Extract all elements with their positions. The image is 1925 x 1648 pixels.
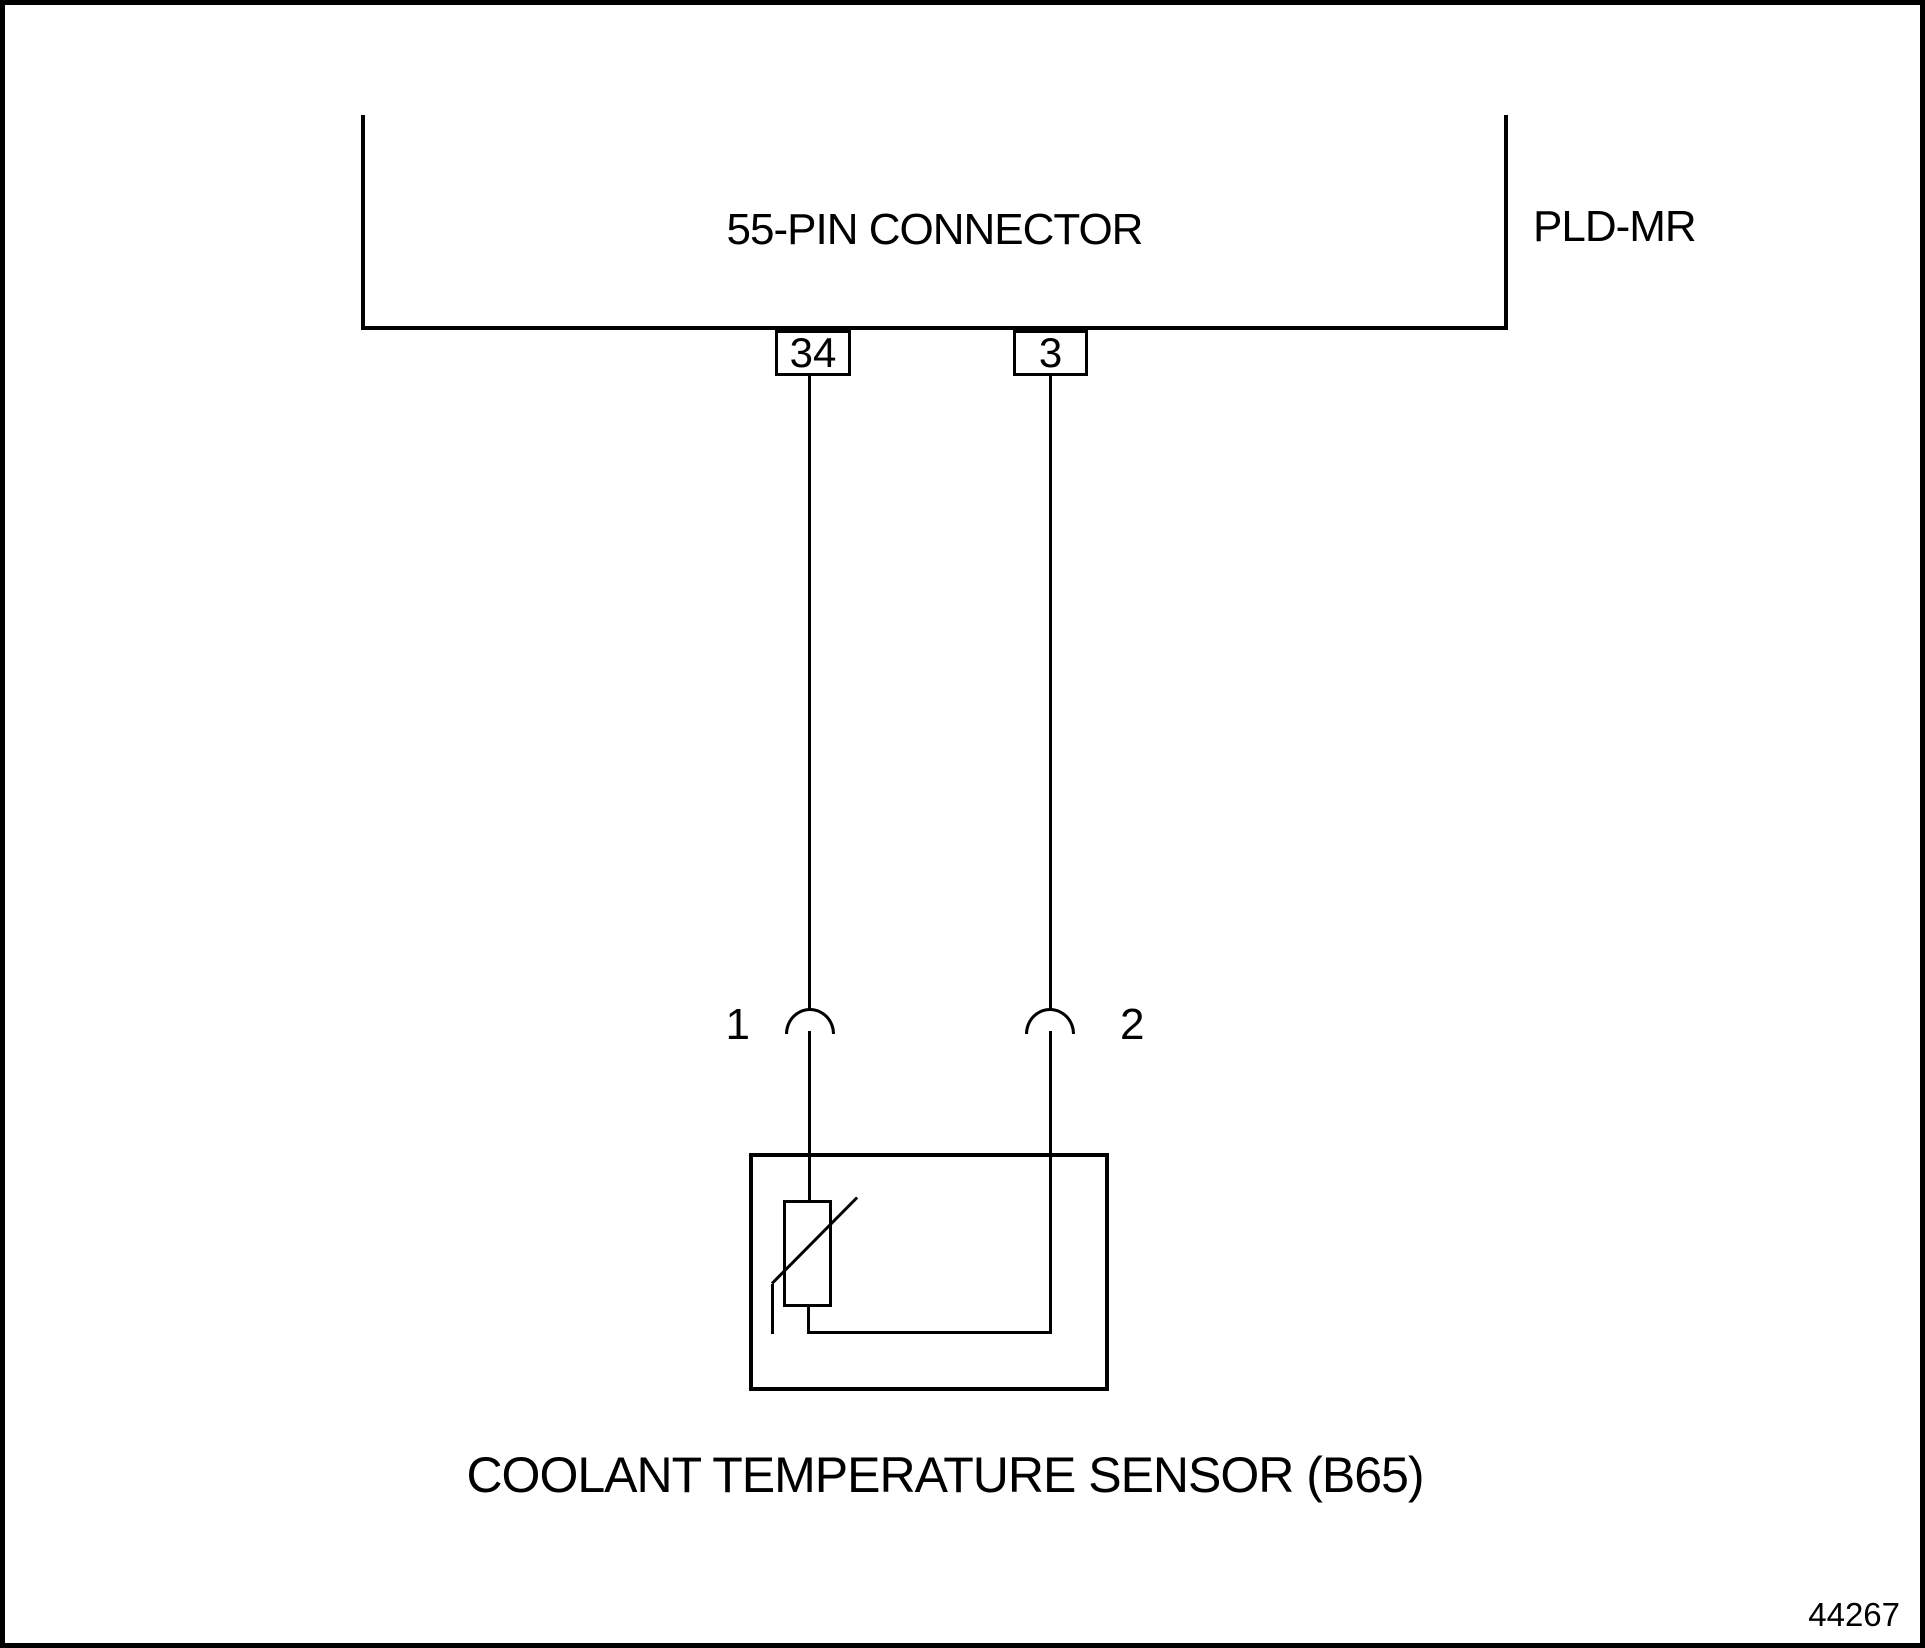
ecu-pin-3-label: 3 — [1038, 329, 1063, 376]
plug-pin-1-label: 1 — [725, 1000, 750, 1049]
thermistor-body — [783, 1200, 832, 1307]
sensor-internal-return-wire — [808, 1331, 1052, 1334]
sensor-caption: COOLANT TEMPERATURE SENSOR (B65) — [466, 1447, 1424, 1503]
ecu-pin-box-3: 3 — [1013, 329, 1088, 376]
thermistor-lead-stub — [807, 1305, 810, 1334]
figure-number: 44267 — [1808, 1596, 1900, 1633]
thermistor-tail-stroke — [771, 1284, 774, 1334]
wire-pin34-lower-segment — [808, 1031, 811, 1203]
ecu-pin-box-34: 34 — [775, 329, 851, 376]
ecu-connector-box — [361, 115, 1508, 330]
wire-pin34-upper-segment — [808, 375, 811, 1009]
wire-pin3-upper-segment — [1049, 375, 1052, 1009]
plug-pin-2-label: 2 — [1120, 1000, 1145, 1049]
wire-pin3-lower-segment — [1049, 1031, 1052, 1334]
ecu-connector-title: 55-PIN CONNECTOR — [726, 205, 1144, 254]
ecu-module-label: PLD-MR — [1533, 202, 1697, 251]
ecu-pin-34-label: 34 — [789, 329, 837, 376]
sensor-box — [749, 1153, 1109, 1391]
